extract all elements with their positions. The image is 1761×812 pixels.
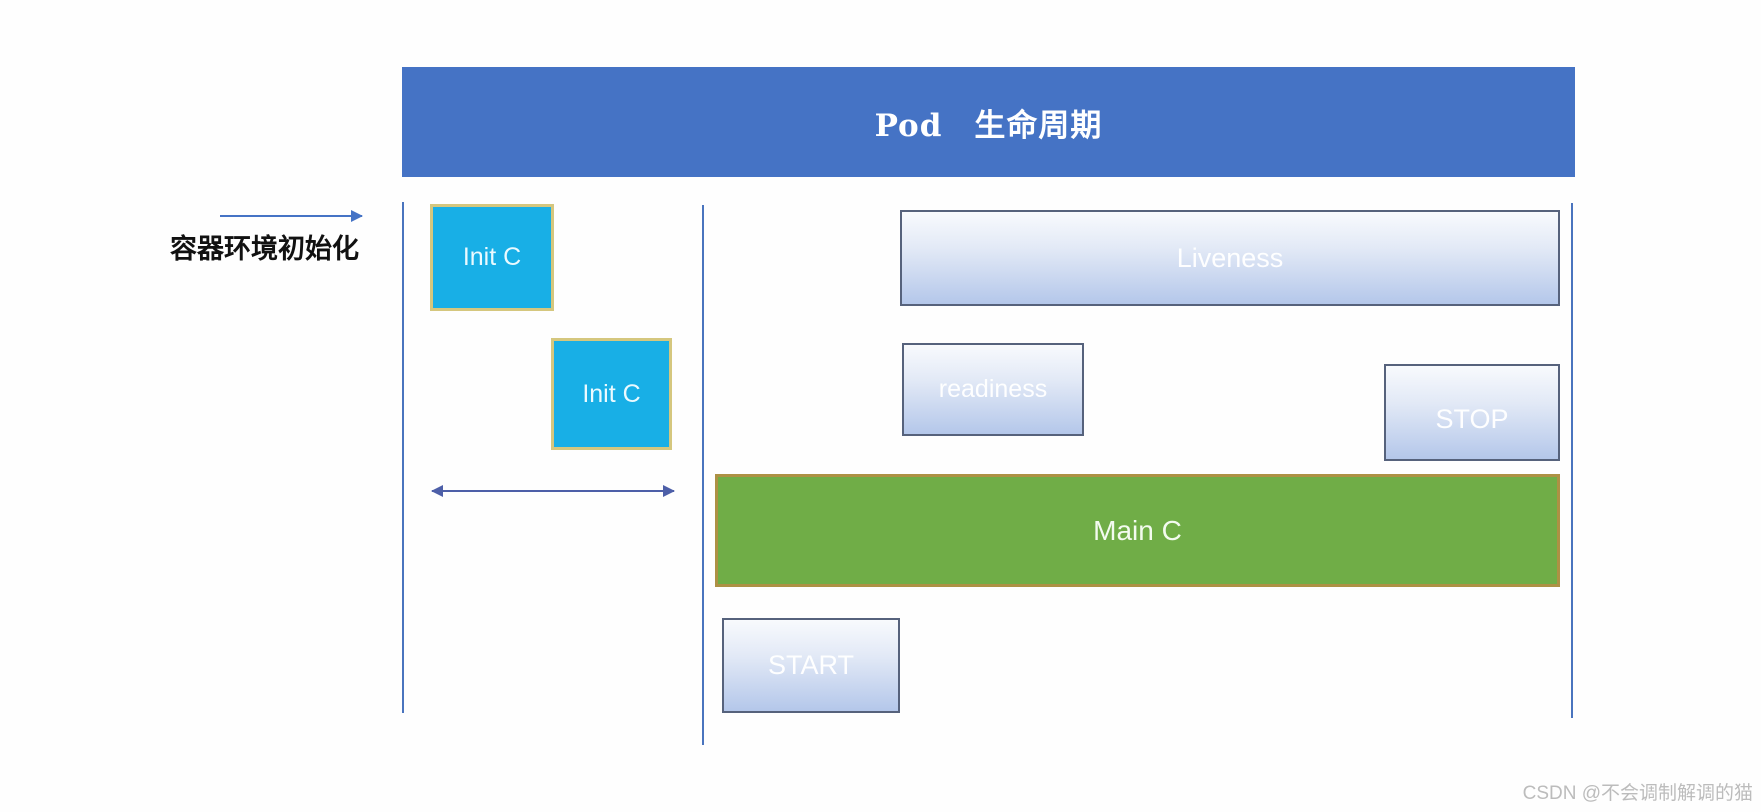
init-container-2-label: Init C [582, 379, 641, 408]
env-init-arrow-icon [220, 210, 363, 222]
liveness-probe-box: Liveness [900, 210, 1560, 306]
init-container-1-label: Init C [462, 243, 522, 271]
env-init-label: 容器环境初始化 [170, 234, 359, 264]
timeline-rule-middle [702, 205, 704, 745]
liveness-probe-label: Liveness [1176, 242, 1284, 273]
main-container-bar: Main C [715, 474, 1560, 587]
start-hook-label: START [767, 650, 854, 680]
init-duration-double-arrow-icon [431, 485, 675, 497]
diagram-title: Pod 生命周期 [874, 107, 1103, 144]
readiness-probe-label: readiness [938, 375, 1048, 403]
readiness-probe-box: readiness [902, 343, 1084, 436]
stop-hook-label: STOP [1435, 404, 1509, 434]
stop-hook-box: STOP [1384, 364, 1560, 461]
init-container-1-box: Init C [430, 204, 554, 311]
timeline-rule-left [402, 202, 404, 713]
main-container-label: Main C [1093, 514, 1182, 546]
start-hook-box: START [722, 618, 900, 713]
init-container-2-box: Init C [551, 338, 672, 450]
diagram-title-bar: Pod 生命周期 [402, 67, 1575, 177]
csdn-watermark: CSDN @不会调制解调的猫 [1522, 783, 1753, 804]
timeline-rule-right [1571, 203, 1573, 718]
